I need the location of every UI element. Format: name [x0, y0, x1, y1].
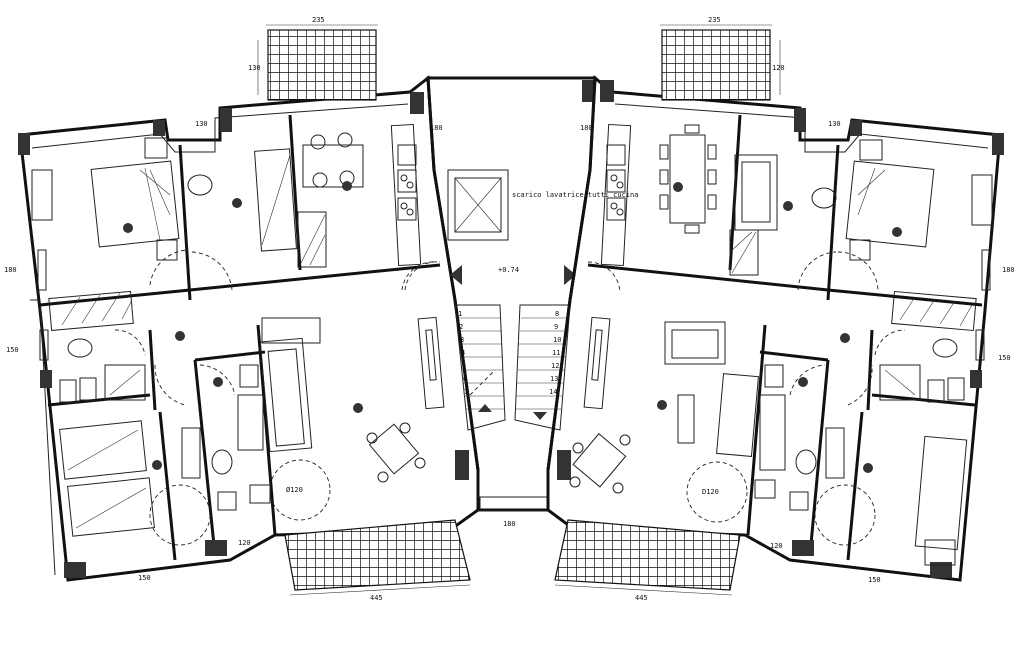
stair-core: [404, 76, 597, 512]
right-bottom-balcony: [554, 519, 741, 591]
left-arrow-icon: [450, 265, 462, 285]
dim-label-right-bath-window: 150: [998, 354, 1011, 362]
svg-text:10: 10: [553, 336, 561, 344]
dim-label-left-window: 180: [4, 266, 17, 274]
dim-label-right-kitchen-window: 180: [580, 124, 593, 132]
svg-text:12: 12: [551, 362, 559, 370]
svg-text:9: 9: [554, 323, 558, 331]
dim-label-bottom-right-balcony: 445: [635, 594, 648, 602]
svg-text:4: 4: [461, 349, 465, 357]
left-single-bed-1: [59, 420, 147, 480]
landing-level: +0.74: [498, 266, 519, 274]
right-bed: [845, 160, 935, 248]
down-arrow-icon: [533, 412, 547, 420]
left-wardrobe: [48, 290, 134, 331]
svg-text:14: 14: [549, 388, 557, 396]
dim-label-left-top-window: 130: [195, 120, 208, 128]
stair-note: scarico lavatrice tutti cucina: [512, 191, 638, 199]
dim-label-right-balcony-side: 120: [772, 64, 785, 72]
svg-text:1: 1: [458, 310, 462, 318]
dim-label-top-right-balcony: 235: [708, 16, 721, 24]
svg-text:11: 11: [552, 349, 560, 357]
dimension-lines: [257, 24, 781, 596]
right-top-balcony: [661, 29, 771, 101]
dim-label-right-top-window: 130: [828, 120, 841, 128]
right-sofa: [716, 373, 759, 457]
svg-text:3: 3: [460, 336, 464, 344]
svg-text:7: 7: [464, 388, 468, 396]
svg-text:8: 8: [555, 310, 559, 318]
right-wardrobe: [891, 290, 977, 332]
dim-label-left-bedroom-window: 150: [138, 574, 151, 582]
dim-label-core-bottom: 180: [503, 520, 516, 528]
dim-label-top-left-balcony: 235: [312, 16, 325, 24]
dim-label-right-turning-circle: D120: [702, 488, 719, 496]
right-sofa-l: [664, 321, 726, 365]
left-living-table: [368, 423, 420, 475]
right-kitchen-sofa: [734, 154, 778, 231]
left-kitchen-table: [302, 144, 364, 188]
stair-flight-right: [514, 304, 571, 431]
right-kitchen-table: [669, 134, 706, 224]
left-sofa: [259, 337, 313, 453]
elevator: [447, 169, 509, 241]
left-apartment: [18, 29, 480, 591]
dim-label-right-window: 180: [1002, 266, 1015, 274]
right-apartment: [546, 29, 1004, 591]
dim-label-left-turning-circle: Ø120: [286, 486, 303, 494]
dimension-labels: 235 235 445 445 130 120 180 180 150 150 …: [4, 16, 1015, 602]
stair-step-numbers: 1 2 3 4 5 6 7 8 9 10 11 12 13 14: [458, 310, 561, 396]
right-apartment-outer-wall: [546, 74, 1002, 582]
svg-text:5: 5: [462, 362, 466, 370]
right-living-table: [572, 433, 627, 488]
dim-label-left-small-window: 120: [238, 539, 251, 547]
svg-text:2: 2: [459, 323, 463, 331]
left-apartment-outer-wall: [18, 75, 480, 582]
left-top-balcony: [267, 29, 377, 101]
dim-label-right-bedroom-window: 150: [868, 576, 881, 584]
right-bedroom-2-bed: [914, 435, 968, 551]
left-bed: [90, 160, 180, 248]
right-arrow-icon: [564, 265, 576, 285]
dim-label-left-bath-window: 150: [6, 346, 19, 354]
dim-label-left-kitchen-window: 180: [430, 124, 443, 132]
dim-label-left-balcony-side: 130: [248, 64, 261, 72]
left-single-bed-2: [67, 477, 155, 537]
stair-flight-left: [454, 304, 506, 431]
up-arrow-icon: [478, 404, 492, 412]
left-bottom-balcony: [284, 519, 471, 591]
svg-text:6: 6: [463, 375, 467, 383]
svg-text:13: 13: [550, 375, 558, 383]
dim-label-right-small-window: 120: [770, 542, 783, 550]
dim-label-bottom-left-balcony: 445: [370, 594, 383, 602]
